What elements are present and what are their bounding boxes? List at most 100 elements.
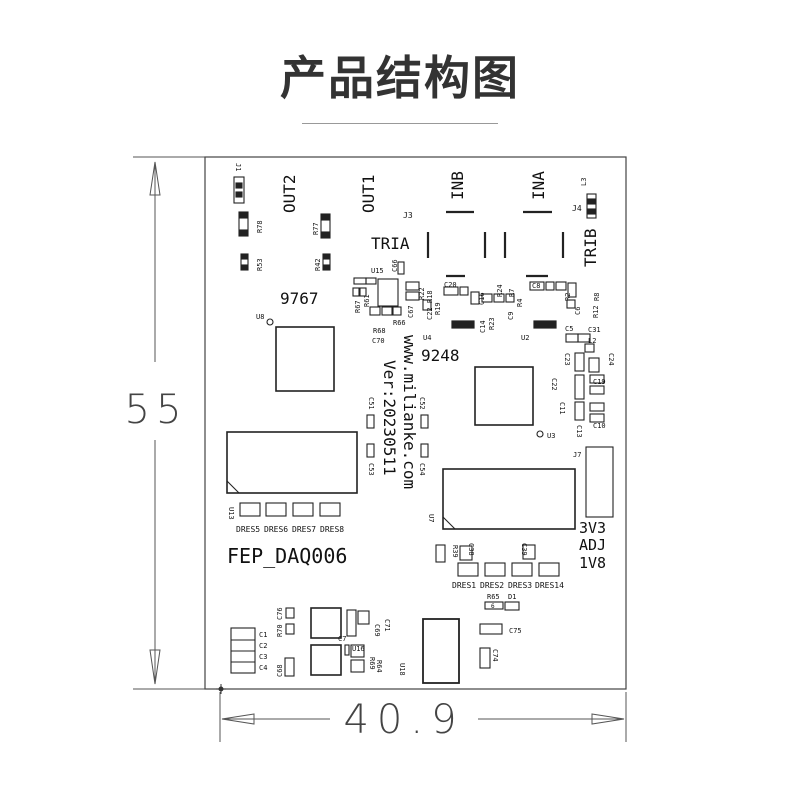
ref-c3: C3	[259, 653, 267, 661]
ref-r53: R53	[256, 258, 264, 271]
corner-fiducial	[216, 684, 226, 694]
label-dres1: DRES1	[452, 581, 476, 590]
ref-c1: C1	[259, 631, 267, 639]
ref-d1-num: 6	[491, 603, 495, 610]
page-title: 产品结构图	[280, 51, 520, 105]
ref-c6: C6	[574, 307, 582, 315]
ref-c71: C71	[383, 619, 391, 632]
label-dres5: DRES5	[236, 525, 260, 534]
ref-r64: R64	[375, 660, 383, 673]
ref-c19: C19	[593, 378, 606, 386]
ref-c7: C7	[338, 635, 346, 643]
ref-c8: C8	[532, 282, 540, 290]
ref-u18: U18	[398, 663, 406, 676]
ref-u8: U8	[256, 313, 264, 321]
ref-c22: C22	[426, 307, 434, 320]
inductor-top	[310, 607, 342, 639]
ref-c16: C16	[478, 292, 486, 305]
ref-c9: C9	[507, 312, 515, 320]
ref-d1: D1	[508, 593, 516, 601]
r53-resistor	[240, 253, 249, 271]
ref-c23: C23	[563, 353, 571, 366]
ref-j3: J3	[403, 211, 413, 220]
ref-u2: U2	[521, 334, 529, 342]
ref-j4: J4	[572, 204, 582, 213]
ref-u13: U13	[227, 507, 235, 520]
label-dres14: DRES14	[535, 581, 564, 590]
u15-chip	[377, 278, 399, 307]
ref-c11: C11	[558, 402, 566, 415]
ref-c52: C52	[418, 397, 426, 410]
u18-chip	[422, 618, 460, 684]
label-dres2: DRES2	[480, 581, 504, 590]
ref-c10: C10	[593, 422, 606, 430]
ref-c53: C53	[367, 463, 375, 476]
width-dimension-label: 40.9	[343, 697, 464, 743]
ref-c67: C67	[407, 305, 415, 318]
ref-r69: R69	[368, 657, 376, 670]
label-dres6: DRES6	[264, 525, 288, 534]
ref-r24: R24	[496, 284, 504, 297]
ref-c76: C76	[276, 607, 284, 620]
ref-c24: C24	[607, 353, 615, 366]
u8-chip	[275, 326, 335, 392]
label-dres8: DRES8	[320, 525, 344, 534]
label-trib: TRIB	[581, 228, 600, 267]
ref-r18: R18	[426, 290, 434, 303]
label-dres3: DRES3	[508, 581, 532, 590]
ref-c75: C75	[509, 627, 522, 635]
ref-j1: J1	[234, 163, 242, 171]
ref-c66: C66	[391, 259, 399, 272]
board-outline	[204, 156, 627, 690]
label-ina: INA	[529, 171, 548, 200]
label-1v8: 1V8	[579, 554, 606, 572]
label-u4-part: 9248	[421, 346, 460, 365]
ref-c69: C69	[373, 624, 381, 637]
label-tria: TRIA	[371, 234, 410, 253]
ref-r12: R12	[592, 305, 600, 318]
ref-r42: R42	[314, 258, 322, 271]
ref-c70: C70	[372, 337, 385, 345]
height-dimension-label: 55	[125, 387, 188, 433]
ref-c2: C2	[259, 642, 267, 650]
ref-u7: U7	[427, 514, 435, 522]
label-dres7: DRES7	[292, 525, 316, 534]
ref-r70: R70	[276, 624, 284, 637]
label-board-name: FEP_DAQ006	[227, 544, 347, 568]
ref-r61: R61	[363, 294, 371, 307]
height-dimension	[133, 156, 205, 690]
title-divider	[302, 123, 498, 124]
u7-module	[442, 468, 576, 530]
ref-r23: R23	[488, 317, 496, 330]
ref-c13: C13	[575, 425, 583, 438]
ref-c5: C5	[565, 325, 573, 333]
ref-r68: R68	[373, 327, 386, 335]
j7-connector	[585, 446, 614, 518]
ref-c54: C54	[418, 463, 426, 476]
label-out1: OUT1	[359, 174, 378, 213]
ref-c38: C38	[467, 543, 475, 556]
ref-c22b: C22	[550, 378, 558, 391]
ref-r4: R4	[516, 299, 524, 307]
ref-c68: C68	[276, 664, 284, 677]
ref-l3: L3	[580, 178, 588, 186]
ref-l2: L2	[588, 337, 596, 345]
ref-u4: U4	[423, 334, 431, 342]
ref-r65: R65	[487, 593, 500, 601]
ref-r2: R2	[564, 293, 572, 301]
ref-r8: R8	[593, 293, 601, 301]
u3-chip	[474, 366, 534, 426]
ref-r66: R66	[393, 319, 406, 327]
ref-c31: C31	[588, 326, 601, 334]
width-dimension	[219, 692, 627, 742]
ref-u15: U15	[371, 267, 384, 275]
u13-module	[226, 431, 358, 494]
ref-r39: R39	[451, 545, 459, 558]
label-url: www.milianke.com	[400, 335, 419, 489]
ref-u16: U16	[352, 645, 365, 653]
r77-resistor	[320, 213, 331, 239]
ref-r19: R19	[434, 302, 442, 315]
label-version: Ver:20230511	[380, 360, 399, 476]
label-adj: ADJ	[579, 536, 606, 554]
ref-r67: R67	[354, 300, 362, 313]
